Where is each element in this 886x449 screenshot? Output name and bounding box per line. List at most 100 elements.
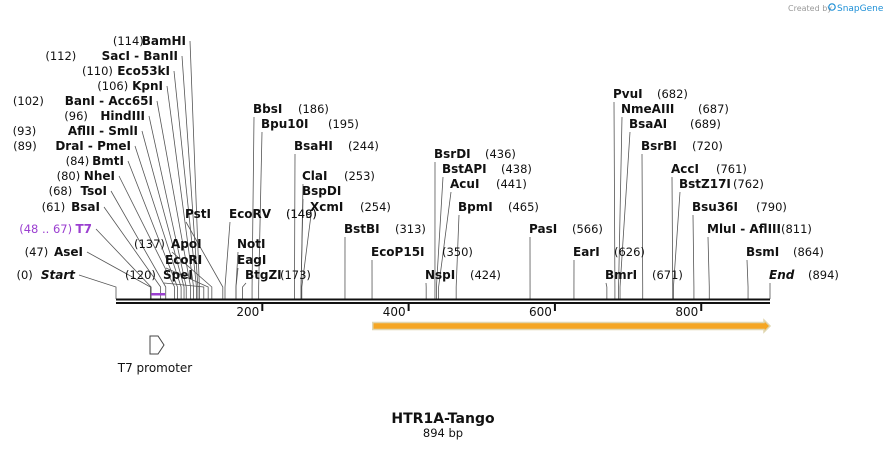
site-position-label: (244) <box>348 139 379 153</box>
promoter-arrow-icon[interactable] <box>149 335 165 355</box>
backbone-top-strand <box>116 298 770 301</box>
dna-backbone <box>116 298 770 304</box>
snapgene-brand-text: SnapGene <box>837 4 884 14</box>
restriction-site-name[interactable]: ApoI <box>171 237 202 251</box>
site-leader-line <box>171 251 213 299</box>
site-leader-line <box>235 251 239 299</box>
site-leader-line <box>118 175 175 299</box>
site-leader-line <box>134 145 182 299</box>
backbone-bottom-strand <box>116 302 770 304</box>
restriction-site-name[interactable]: HindIII <box>100 109 145 123</box>
restriction-site-name[interactable]: EarI <box>573 245 600 259</box>
restriction-site-name[interactable]: KpnI <box>132 79 163 93</box>
restriction-site-name[interactable]: NotI <box>237 237 266 251</box>
site-position-label: (89) <box>13 139 37 153</box>
restriction-site-name[interactable]: MluI - AflIII <box>707 222 781 236</box>
site-position-label: (195) <box>328 117 359 131</box>
restriction-site-name[interactable]: BmtI <box>92 154 124 168</box>
sequence-end-label[interactable]: Start <box>41 268 76 282</box>
site-position-label: (436) <box>485 147 516 161</box>
restriction-site-name[interactable]: ClaI <box>302 169 327 183</box>
restriction-site-name[interactable]: BspDI <box>302 184 341 198</box>
site-leader-line <box>258 131 263 299</box>
site-leader-line <box>185 221 224 299</box>
restriction-site-name[interactable]: BamHI <box>142 34 186 48</box>
restriction-site-name[interactable]: AccI <box>671 162 699 176</box>
restriction-site-name[interactable]: BsmI <box>746 245 779 259</box>
site-leader-line <box>618 116 623 299</box>
site-position-label: (120) <box>125 268 156 282</box>
restriction-site-name[interactable]: BstBI <box>344 222 380 236</box>
restriction-site-name[interactable]: BsrBI <box>641 139 677 153</box>
restriction-site-name[interactable]: BsrDI <box>434 147 471 161</box>
restriction-site-name[interactable]: Bsu36I <box>692 200 738 214</box>
orf-arrow[interactable] <box>372 318 772 334</box>
site-position-label: (149) <box>286 207 317 221</box>
restriction-site-name[interactable]: BstAPI <box>442 162 487 176</box>
site-leader-line <box>613 101 616 299</box>
site-leader-line <box>242 282 247 299</box>
restriction-site-name[interactable]: BanI - Acc65I <box>65 94 153 108</box>
site-position-label: (720) <box>692 139 723 153</box>
site-position-label: (112) <box>45 49 76 63</box>
restriction-site-name[interactable]: NspI <box>425 268 455 282</box>
primer-label[interactable]: T7 <box>75 222 92 236</box>
restriction-site-name[interactable]: BsaI <box>71 200 100 214</box>
axis-tick-label: 200 <box>236 305 259 319</box>
restriction-site-name[interactable]: BsaAI <box>629 117 667 131</box>
site-position-label: (146) <box>286 207 317 221</box>
restriction-site-name[interactable]: BtgZI <box>245 268 282 282</box>
site-leader-line <box>163 282 205 299</box>
restriction-site-name[interactable]: Eco53kI <box>117 64 170 78</box>
site-position-label: (84) <box>66 154 90 168</box>
created-by-text: Created by <box>788 4 832 13</box>
restriction-site-name[interactable]: DraI - PmeI <box>55 139 131 153</box>
site-leader-line <box>301 214 312 299</box>
restriction-site-name[interactable]: BbsI <box>253 102 282 116</box>
restriction-site-name[interactable]: EcoP15I <box>371 245 425 259</box>
restriction-site-name[interactable]: BsaHI <box>294 139 333 153</box>
restriction-site-name[interactable]: PasI <box>529 222 557 236</box>
site-leader-line <box>189 40 200 299</box>
site-leader-line <box>746 259 749 299</box>
site-position-label: (61) <box>42 200 66 214</box>
restriction-site-name[interactable]: BstZ17I <box>679 177 731 191</box>
restriction-site-name[interactable]: BmrI <box>605 268 637 282</box>
restriction-site-name[interactable]: AseI <box>54 245 83 259</box>
restriction-site-name[interactable]: BpmI <box>458 200 493 214</box>
site-leader-line <box>251 116 255 299</box>
restriction-site-name[interactable]: EagI <box>237 253 266 267</box>
map-length: 894 bp <box>423 426 463 440</box>
restriction-site-name[interactable]: SacI - BanII <box>102 49 178 63</box>
feature-track[interactable]: T7 promoter <box>117 293 772 375</box>
site-leader-line <box>707 236 710 299</box>
restriction-site-name[interactable]: PstI <box>185 207 211 221</box>
site-leader-line <box>166 85 194 299</box>
site-leader-line <box>103 206 162 299</box>
site-position-label: (47) <box>25 245 49 259</box>
restriction-site-name[interactable]: EcoRI <box>165 253 202 267</box>
restriction-site-name[interactable]: Bpu10I <box>261 117 308 131</box>
site-leader-line <box>110 190 167 299</box>
restriction-site-name[interactable]: NmeAIII <box>621 102 674 116</box>
site-leader-line <box>148 115 187 299</box>
site-leader-line <box>438 191 452 299</box>
restriction-site-name[interactable]: PvuI <box>613 87 643 101</box>
restriction-site-name[interactable]: SpeI <box>163 268 193 282</box>
site-leader-line <box>671 176 674 299</box>
site-position-label: (106) <box>97 79 128 93</box>
restriction-site-name[interactable]: AcuI <box>450 177 479 191</box>
restriction-site-name[interactable]: NheI <box>84 169 115 183</box>
sequence-end-label[interactable]: End <box>769 268 795 282</box>
site-leader-line <box>173 70 197 299</box>
restriction-site-name[interactable]: AflII - SmlI <box>68 124 138 138</box>
restriction-site-name[interactable]: XcmI <box>310 200 343 214</box>
site-position-label: (80) <box>57 169 81 183</box>
site-position-label: (864) <box>793 245 824 259</box>
restriction-site-name[interactable]: EcoRV <box>229 207 272 221</box>
t7-primer-bar[interactable] <box>151 293 166 296</box>
site-leader-line <box>300 198 304 299</box>
restriction-site-labels: Start(0)AseI(47)T7(48 .. 67)BsaI(61)TsoI… <box>13 34 839 282</box>
restriction-site-name[interactable]: TsoI <box>81 184 107 198</box>
